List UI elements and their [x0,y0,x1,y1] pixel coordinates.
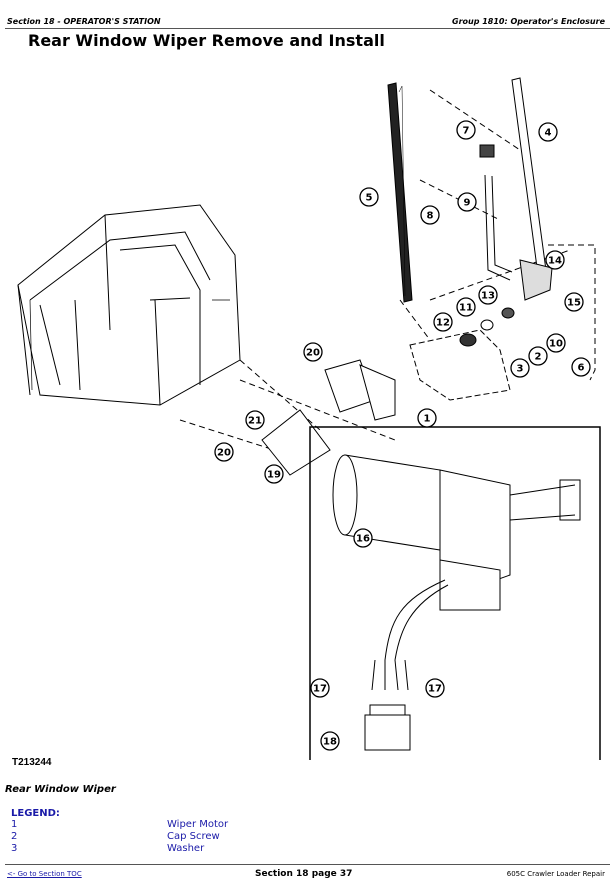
wiper-blade [387,82,413,303]
section-header: Section 18 - OPERATOR'S STATION [7,17,161,26]
figure-caption: Rear Window Wiper [5,784,116,795]
section-toc-link[interactable]: <- Go to Section TOC [7,870,82,878]
page-title: Rear Window Wiper Remove and Install [28,31,385,50]
group-header: Group 1810: Operator's Enclosure [452,17,605,26]
legend-heading: LEGEND: [11,808,60,819]
motor-detail-inset [309,426,601,760]
motor-detail-drawing [332,454,581,751]
manual-title: 605C Crawler Loader Repair [506,870,605,878]
footer-divider [5,864,610,865]
cab-drawing [17,204,241,406]
exploded-diagram [17,77,601,760]
figure-id: T213244 [12,757,52,768]
header-divider [5,28,610,29]
wiper-arm [511,77,549,291]
page-number: Section 18 page 37 [255,869,353,879]
